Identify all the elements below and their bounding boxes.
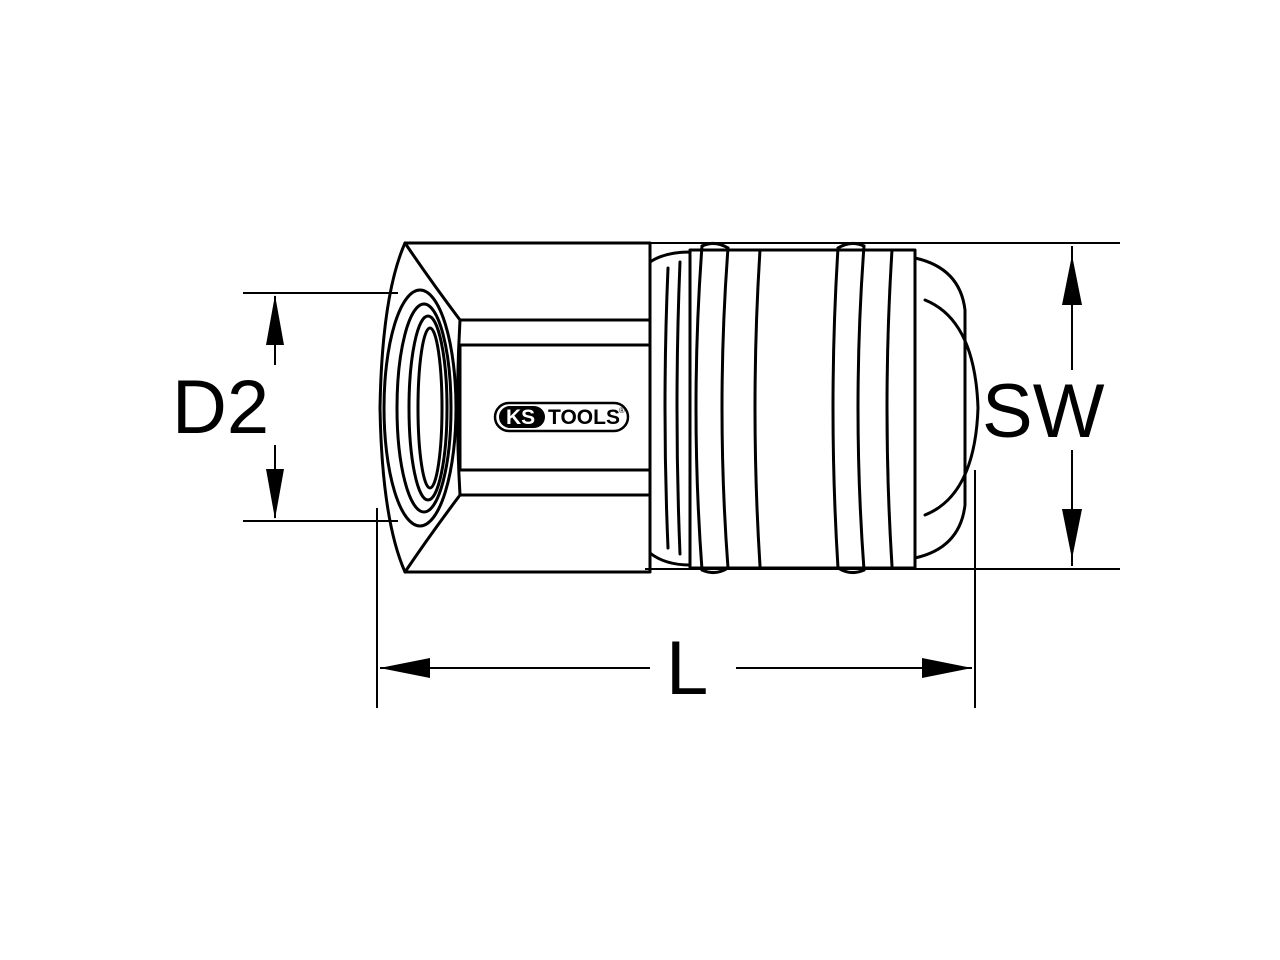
d2-label: D2 (172, 365, 269, 450)
l-label: L (666, 626, 708, 711)
sleeve-rings (663, 241, 894, 575)
d2-arrow-bottom (266, 469, 284, 519)
d2-arrow-top (266, 295, 284, 345)
sw-arrow-top (1062, 255, 1082, 305)
sw-label: SW (982, 369, 1105, 454)
logo-registered-mark: ® (619, 406, 625, 415)
logo-brand-right: TOOLS (548, 406, 620, 429)
coupling-sleeve (648, 248, 980, 570)
logo-brand-left: KS (506, 406, 535, 429)
ks-tools-logo: KS TOOLS ® (493, 401, 630, 433)
coupling-body (378, 241, 980, 575)
l-arrow-left (380, 658, 430, 678)
sw-arrow-bottom (1062, 509, 1082, 559)
l-arrow-right (922, 658, 972, 678)
thread-opening (382, 288, 458, 528)
